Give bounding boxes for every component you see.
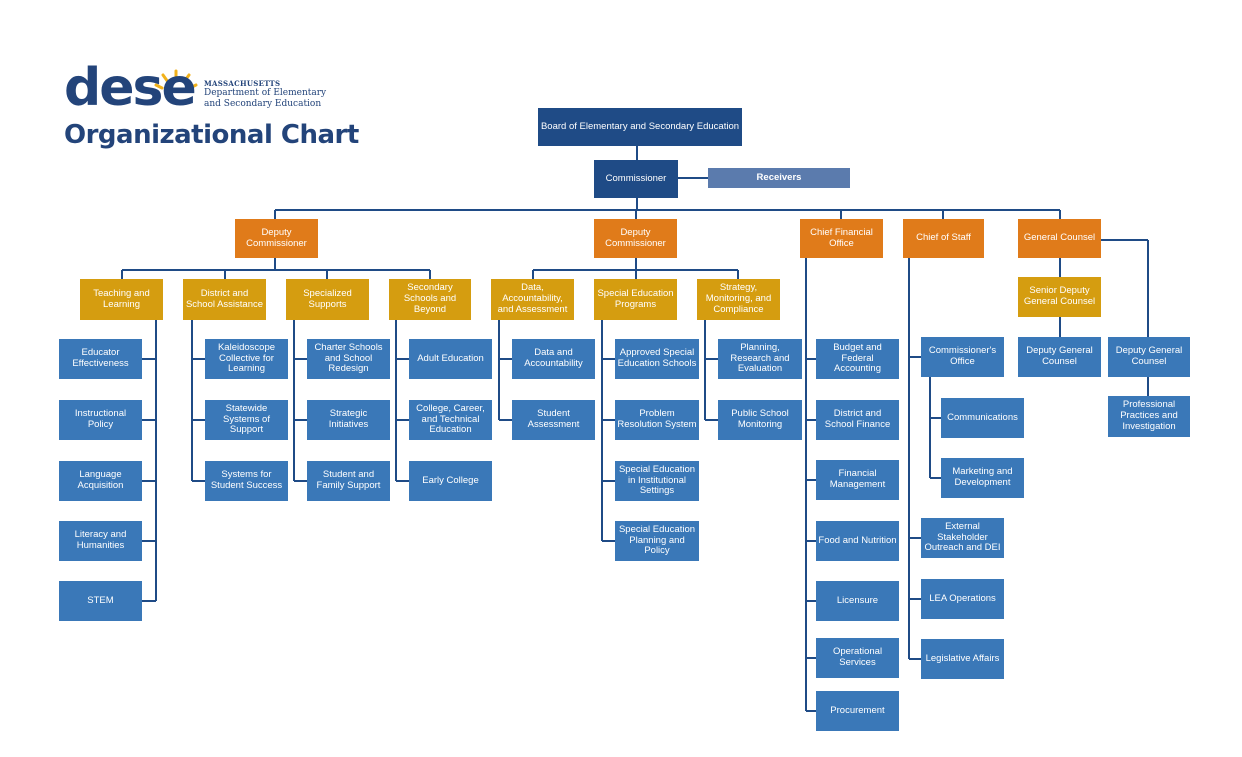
- special-ed-planning-policy-box: Special Education Planning and Policy: [615, 521, 699, 561]
- adult-education-box: Adult Education: [409, 339, 492, 379]
- deputy-general-counsel-b-box: Deputy General Counsel: [1108, 337, 1190, 377]
- procurement-box: Procurement: [816, 691, 899, 731]
- financial-management-box: Financial Management: [816, 460, 899, 500]
- district-school-finance-box: District and School Finance: [816, 400, 899, 440]
- chief-of-staff-box: Chief of Staff: [903, 219, 984, 258]
- planning-research-evaluation-box: Planning, Research and Evaluation: [718, 339, 802, 379]
- data-and-accountability-box: Data and Accountability: [512, 339, 595, 379]
- stem-box: STEM: [59, 581, 142, 621]
- dept-line-2: and Secondary Education: [204, 99, 322, 110]
- marketing-development-box: Marketing and Development: [941, 458, 1024, 498]
- deputy-commissioner-1-box: Deputy Commissioner: [235, 219, 318, 258]
- approved-special-ed-schools-box: Approved Special Education Schools: [615, 339, 699, 379]
- page-title: Organizational Chart: [64, 120, 359, 150]
- statewide-systems-box: Statewide Systems of Support: [205, 400, 288, 440]
- strategy-monitoring-compliance-box: Strategy, Monitoring, and Compliance: [697, 279, 780, 320]
- kaleidoscope-box: Kaleidoscope Collective for Learning: [205, 339, 288, 379]
- systems-student-success-box: Systems for Student Success: [205, 461, 288, 501]
- food-nutrition-box: Food and Nutrition: [816, 521, 899, 561]
- legislative-affairs-box: Legislative Affairs: [921, 639, 1004, 679]
- receivers-box: Receivers: [708, 168, 850, 188]
- general-counsel-box: General Counsel: [1018, 219, 1101, 258]
- problem-resolution-system-box: Problem Resolution System: [615, 400, 699, 440]
- student-family-support-box: Student and Family Support: [307, 461, 390, 501]
- literacy-humanities-box: Literacy and Humanities: [59, 521, 142, 561]
- external-stakeholder-box: External Stakeholder Outreach and DEI: [921, 518, 1004, 558]
- deputy-general-counsel-a-box: Deputy General Counsel: [1018, 337, 1101, 377]
- charter-schools-box: Charter Schools and School Redesign: [307, 339, 390, 379]
- commissioner-box: Commissioner: [594, 160, 678, 198]
- licensure-box: Licensure: [816, 581, 899, 621]
- state-name: MASSACHUSETTS: [204, 79, 281, 88]
- educator-effectiveness-box: Educator Effectiveness: [59, 339, 142, 379]
- commissioners-office-box: Commissioner's Office: [921, 337, 1004, 377]
- public-school-monitoring-box: Public School Monitoring: [718, 400, 802, 440]
- language-acquisition-box: Language Acquisition: [59, 461, 142, 501]
- teaching-learning-box: Teaching and Learning: [80, 279, 163, 320]
- early-college-box: Early College: [409, 461, 492, 501]
- specialized-supports-box: Specialized Supports: [286, 279, 369, 320]
- communications-box: Communications: [941, 398, 1024, 438]
- student-assessment-box: Student Assessment: [512, 400, 595, 440]
- lea-operations-box: LEA Operations: [921, 579, 1004, 619]
- special-education-programs-box: Special Education Programs: [594, 279, 677, 320]
- professional-practices-box: Professional Practices and Investigation: [1108, 396, 1190, 437]
- dese-logo-wordmark: dese: [64, 58, 197, 118]
- data-accountability-assessment-box: Data, Accountability, and Assessment: [491, 279, 574, 320]
- senior-deputy-general-counsel-box: Senior Deputy General Counsel: [1018, 277, 1101, 317]
- district-school-assistance-box: District and School Assistance: [183, 279, 266, 320]
- instructional-policy-box: Instructional Policy: [59, 400, 142, 440]
- department-name: MASSACHUSETTS Department of Elementary a…: [204, 79, 327, 110]
- special-ed-institutional-settings-box: Special Education in Institutional Setti…: [615, 461, 699, 501]
- logo-sun-icon: [154, 69, 198, 90]
- deputy-commissioner-2-box: Deputy Commissioner: [594, 219, 677, 258]
- operational-services-box: Operational Services: [816, 638, 899, 678]
- secondary-schools-box: Secondary Schools and Beyond: [389, 279, 471, 320]
- board-box: Board of Elementary and Secondary Educat…: [538, 108, 742, 146]
- dept-line-1: Department of Elementary: [204, 88, 327, 99]
- chief-financial-office-box: Chief Financial Office: [800, 219, 883, 258]
- budget-federal-accounting-box: Budget and Federal Accounting: [816, 339, 899, 379]
- strategic-initiatives-box: Strategic Initiatives: [307, 400, 390, 440]
- college-career-technical-box: College, Career, and Technical Education: [409, 400, 492, 440]
